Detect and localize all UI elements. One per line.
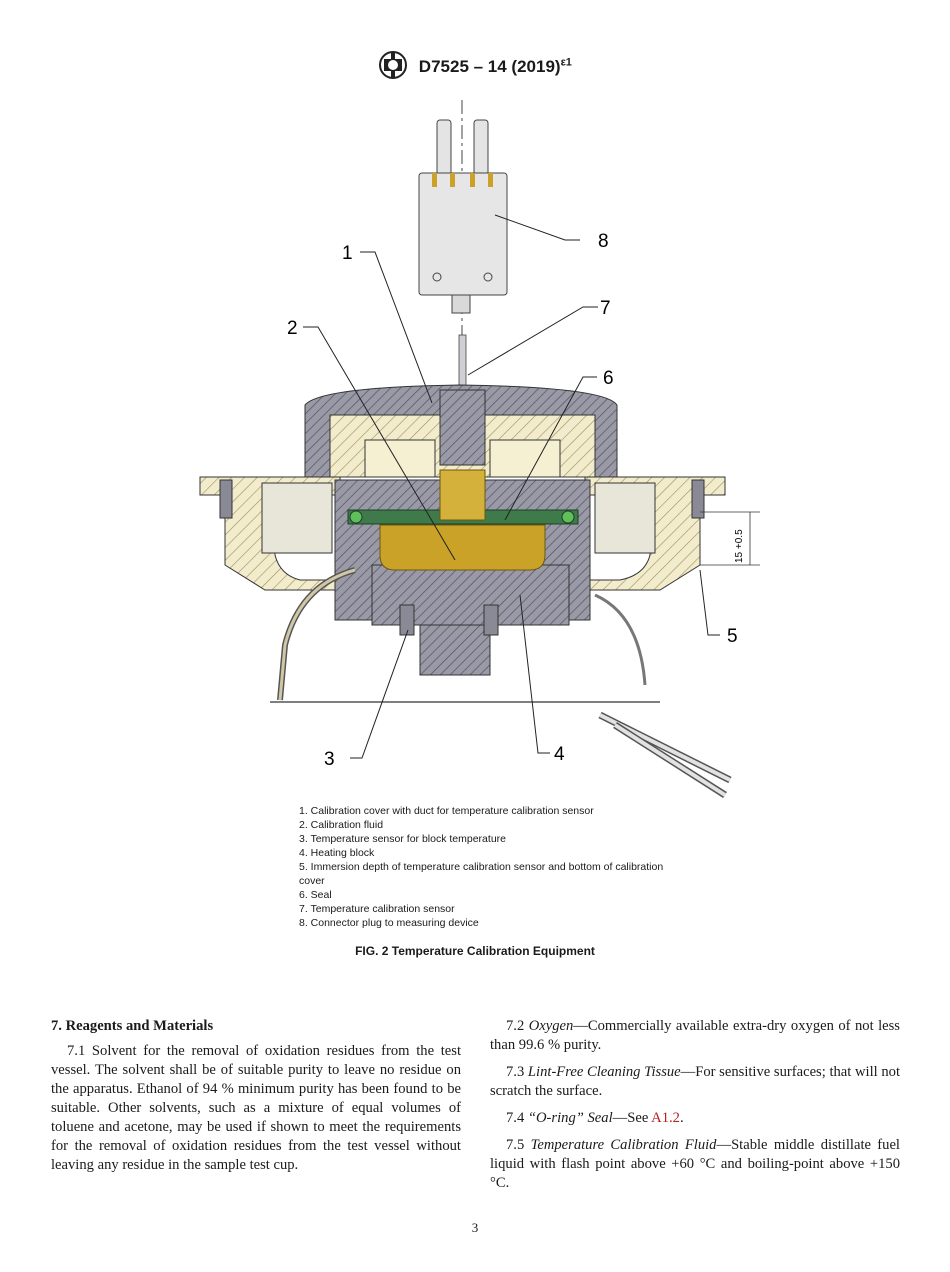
callout-6: 6 xyxy=(603,368,614,389)
callout-5: 5 xyxy=(727,626,738,647)
clause-text: —For sensitive surfaces; that will not s… xyxy=(490,1064,901,1099)
figure-legend: 1. Calibration cover with duct for tempe… xyxy=(299,804,679,930)
callout-3: 3 xyxy=(324,749,335,770)
equipment-diagram: 1 2 3 4 5 6 7 8 15 +0.5 xyxy=(199,100,760,798)
clause-text: —Stable middle distillate fuel liquid wi… xyxy=(490,1137,900,1191)
clause-text: . xyxy=(679,1110,684,1126)
clause-term: “O-ring” Seal xyxy=(527,1110,613,1126)
clause-term: Oxygen xyxy=(528,1018,574,1034)
clause-number: 7.4 xyxy=(506,1110,525,1126)
legend-item: 5. Immersion depth of temperature calibr… xyxy=(299,861,664,887)
dimension-label: 15 +0.5 xyxy=(734,529,745,563)
callout-2: 2 xyxy=(287,318,298,339)
figure-caption: FIG. 2 Temperature Calibration Equipment xyxy=(355,944,595,958)
clause-term: Temperature Calibration Fluid xyxy=(530,1137,717,1153)
clause-number: 7.3 xyxy=(506,1064,525,1080)
clause-term: Lint-Free Cleaning Tissue xyxy=(527,1064,681,1080)
callout-7: 7 xyxy=(600,298,611,319)
paragraph-7-1: 7.1 Solvent for the removal of oxidation… xyxy=(51,1043,461,1173)
legend-item: 7. Temperature calibration sensor xyxy=(299,903,455,915)
astm-logo-icon xyxy=(378,50,408,85)
paragraph-7-4: 7.4 “O-ring” Seal—See A1.2. xyxy=(490,1109,900,1128)
callout-4: 4 xyxy=(554,744,565,765)
legend-item: 1. Calibration cover with duct for tempe… xyxy=(299,805,594,817)
paragraph-7-2: 7.2 Oxygen—Commercially available extra-… xyxy=(490,1017,900,1055)
legend-item: 3. Temperature sensor for block temperat… xyxy=(299,833,506,845)
right-column: 7.2 Oxygen—Commercially available extra-… xyxy=(490,1017,900,1201)
legend-item: 2. Calibration fluid xyxy=(299,819,384,831)
callout-1: 1 xyxy=(342,243,353,264)
callout-8: 8 xyxy=(598,231,609,252)
clause-number: 7.5 xyxy=(506,1137,525,1153)
legend-item: 6. Seal xyxy=(299,889,332,901)
legend-item: 4. Heating block xyxy=(299,847,375,859)
annex-link[interactable]: A1.2 xyxy=(651,1110,680,1126)
page-number: 3 xyxy=(471,1220,479,1235)
page-header: D7525 – 14 (2019)ε1 xyxy=(0,50,950,85)
paragraph-7-5: 7.5 Temperature Calibration Fluid—Stable… xyxy=(490,1136,900,1193)
section-heading: 7. Reagents and Materials xyxy=(51,1018,214,1034)
paragraph-7-3: 7.3 Lint-Free Cleaning Tissue—For sensit… xyxy=(490,1063,900,1101)
legend-item: 8. Connector plug to measuring device xyxy=(299,917,479,929)
calibration-equipment-figure: 1 2 3 4 5 6 7 8 15 +0.5 xyxy=(0,85,950,805)
clause-text: —See xyxy=(612,1110,652,1126)
epsilon-superscript: ε1 xyxy=(560,56,572,69)
document-id: D7525 – 14 (2019) xyxy=(418,56,561,76)
left-column: 7. Reagents and Materials 7.1 Solvent fo… xyxy=(51,1017,461,1183)
clause-number: 7.2 xyxy=(506,1018,525,1034)
clause-text: —Commercially available extra-dry oxygen… xyxy=(490,1018,900,1053)
